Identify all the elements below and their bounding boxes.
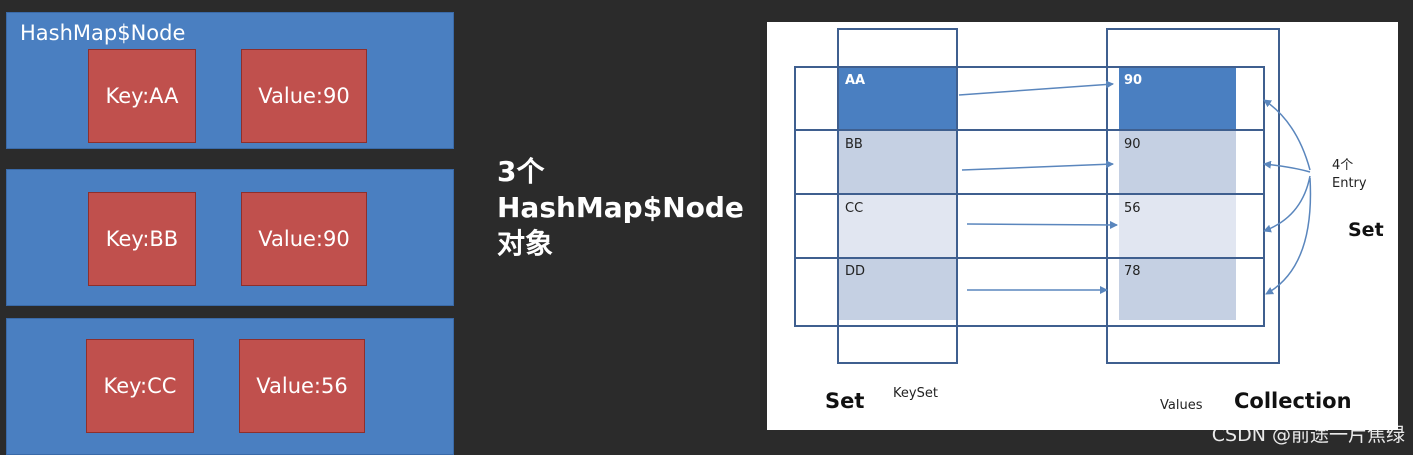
arrow-cc bbox=[966, 220, 1118, 229]
node-key-cell: Key:BB bbox=[88, 192, 196, 286]
node-value-cell: Value:90 bbox=[241, 49, 367, 143]
watermark: CSDN @前途一片焦绿 bbox=[1211, 424, 1405, 446]
entry-arrow-4 bbox=[1265, 177, 1312, 295]
value-label-bb: 90 bbox=[1124, 137, 1141, 152]
arrow-aa bbox=[958, 80, 1114, 96]
node-block-2: Key:BB Value:90 bbox=[6, 169, 454, 306]
key-fill-dd bbox=[839, 258, 957, 320]
node-key-cell: Key:AA bbox=[88, 49, 196, 143]
entry-label: Entry bbox=[1332, 176, 1367, 191]
values-frame bbox=[1106, 28, 1280, 364]
caption-text: 3个 HashMap$Node 对象 bbox=[497, 154, 744, 262]
set-label-bottom: Set bbox=[825, 389, 865, 413]
entry-row-4 bbox=[794, 257, 1265, 327]
entry-arrow-3 bbox=[1263, 175, 1311, 233]
value-label-dd: 78 bbox=[1124, 264, 1141, 279]
key-label-dd: DD bbox=[845, 264, 866, 279]
set-label-right: Set bbox=[1348, 219, 1384, 241]
key-fill-cc bbox=[839, 195, 957, 257]
entry-count-label: 4个 bbox=[1332, 158, 1354, 173]
arrow-bb bbox=[961, 160, 1114, 171]
value-label-aa: 90 bbox=[1124, 73, 1143, 88]
key-label-aa: AA bbox=[845, 73, 866, 88]
node-block-1: HashMap$Node Key:AA Value:90 bbox=[6, 12, 454, 149]
caption-line: HashMap$Node bbox=[497, 191, 744, 224]
caption-line: 对象 bbox=[497, 227, 554, 260]
caption-line: 3个 bbox=[497, 155, 545, 188]
key-label-bb: BB bbox=[845, 137, 863, 152]
entry-set-diagram: AA BB CC DD 90 90 56 78 4个 Entry Set Set… bbox=[767, 22, 1398, 430]
value-label-cc: 56 bbox=[1124, 201, 1141, 216]
node-title: HashMap$Node bbox=[20, 21, 186, 45]
diagram-svg bbox=[794, 28, 1312, 364]
value-fill-cc bbox=[1119, 195, 1236, 257]
value-fill-aa bbox=[1119, 67, 1236, 129]
keyset-frame bbox=[837, 28, 958, 364]
values-label: Values bbox=[1160, 398, 1203, 413]
keyset-label: KeySet bbox=[893, 386, 938, 401]
value-fill-bb bbox=[1119, 131, 1236, 193]
node-value-cell: Value:56 bbox=[239, 339, 365, 433]
key-fill-aa bbox=[839, 67, 957, 129]
key-label-cc: CC bbox=[845, 201, 864, 216]
value-fill-dd bbox=[1119, 258, 1236, 320]
node-key-cell: Key:CC bbox=[86, 339, 194, 433]
node-block-3: Key:CC Value:56 bbox=[6, 318, 454, 455]
key-fill-bb bbox=[839, 131, 957, 193]
entry-arrow-1 bbox=[1263, 99, 1311, 171]
collection-label: Collection bbox=[1234, 389, 1352, 413]
node-value-cell: Value:90 bbox=[241, 192, 367, 286]
entry-arrow-2 bbox=[1263, 160, 1311, 173]
